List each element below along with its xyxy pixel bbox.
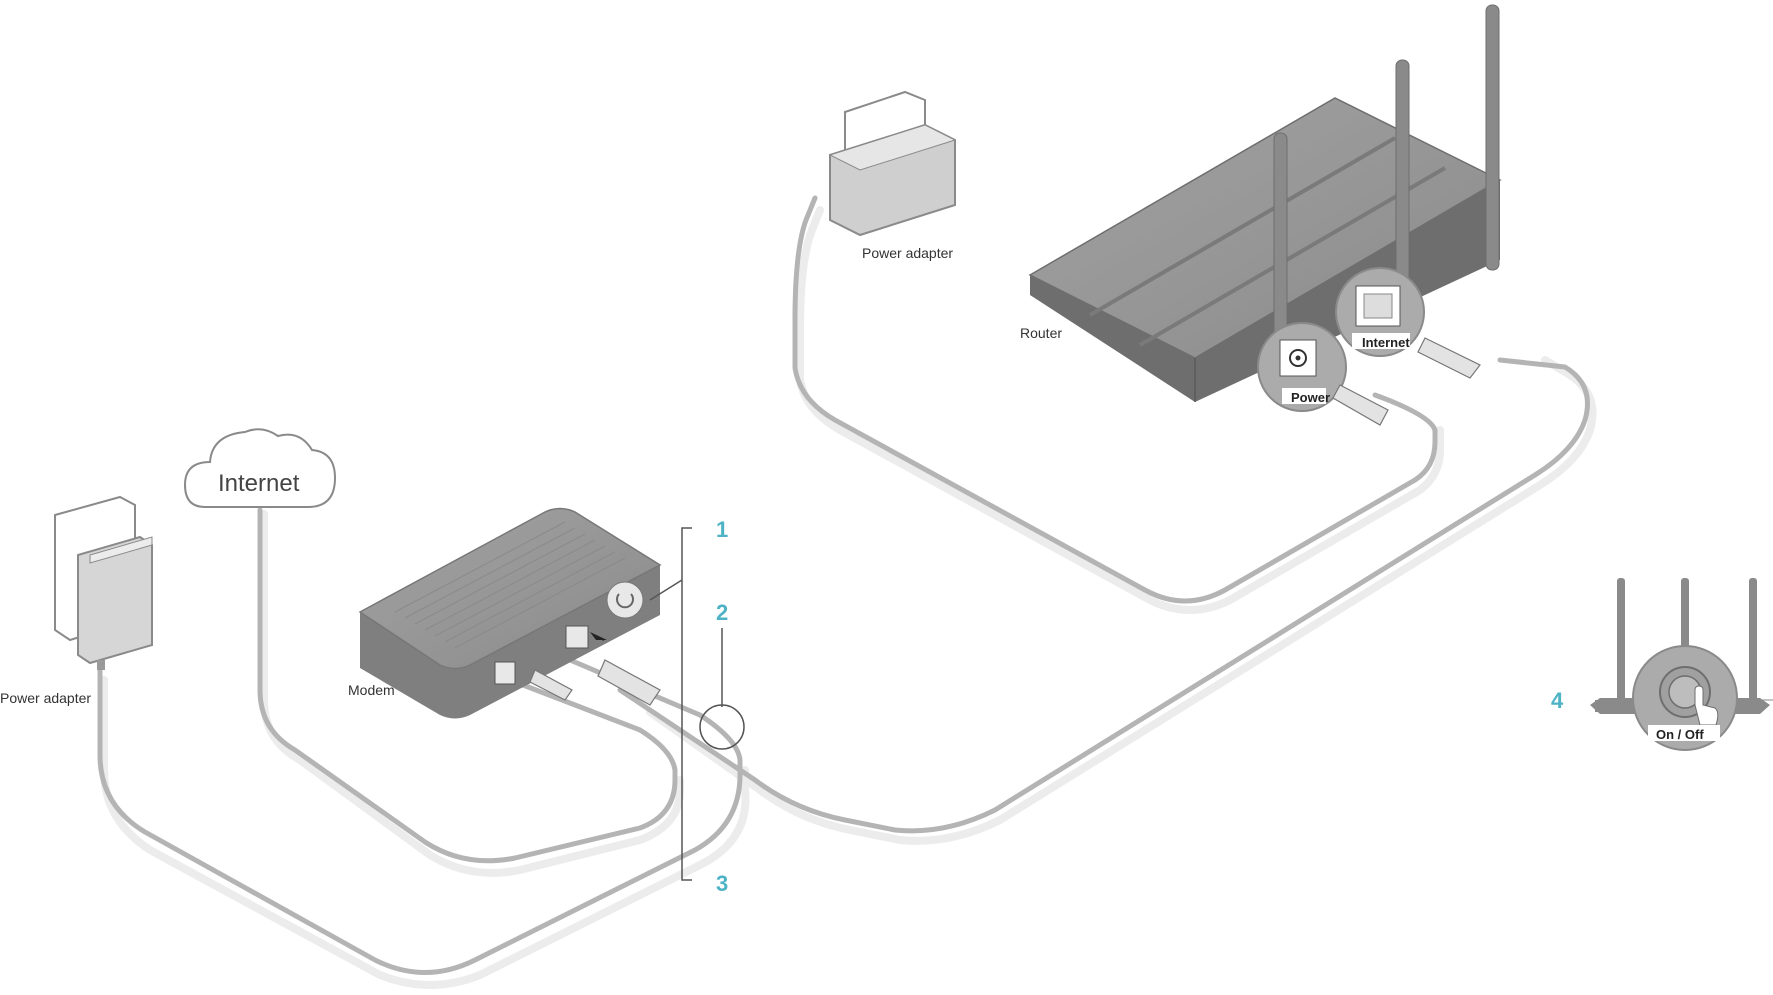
router-ethernet-plug-icon (1417, 337, 1481, 379)
step-2-number: 2 (716, 600, 729, 625)
router-power-plug-icon (1332, 384, 1389, 426)
power-adapter-top-label: Power adapter (862, 245, 954, 261)
modem-ethernet-plug-icon (597, 659, 661, 706)
internet-cloud-label: Internet (218, 470, 300, 497)
modem-label: Modem (348, 682, 395, 698)
step-1-number: 1 (716, 517, 729, 542)
router-device (1028, 4, 1502, 404)
step-bracket (649, 527, 745, 881)
power-adapter-left-icon (54, 495, 153, 670)
internet-cloud-icon (183, 428, 337, 508)
step-4-number: 4 (1551, 688, 1564, 713)
insert-arrow-icon (590, 632, 607, 641)
modem-device (358, 507, 662, 719)
router-power-button-callout (1590, 578, 1773, 751)
power-adapter-top-icon (828, 90, 957, 237)
router-power-port-label: Power (1291, 390, 1331, 405)
step-3-number: 3 (716, 871, 729, 896)
router-internet-port-label: Internet (1362, 335, 1410, 350)
router-label: Router (1020, 325, 1063, 341)
router-power-port-callout (1257, 322, 1347, 412)
power-adapter-left-label: Power adapter (0, 690, 92, 706)
power-button-label: On / Off (1656, 727, 1704, 742)
modem-power-plug-icon (529, 669, 573, 701)
router-internet-port-callout (1335, 267, 1425, 357)
